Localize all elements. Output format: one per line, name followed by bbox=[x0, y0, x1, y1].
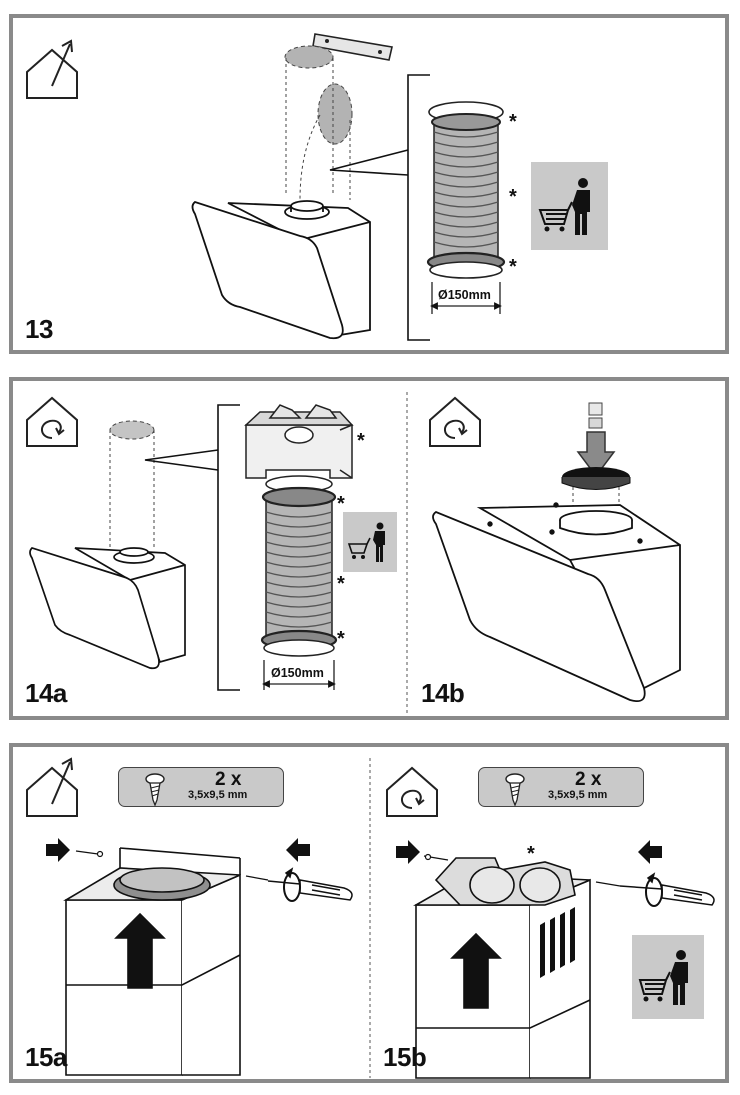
cooker-hood bbox=[191, 200, 371, 340]
chimney-section bbox=[63, 847, 241, 1076]
flexible-duct bbox=[260, 475, 338, 690]
screw-kit-badge: 2 x 3,5x9,5 mm bbox=[118, 767, 284, 807]
house-arrow-out-icon bbox=[26, 39, 78, 99]
screwdriver-icon bbox=[619, 872, 715, 907]
screw-icon bbox=[505, 773, 525, 807]
push-arrow bbox=[46, 838, 70, 862]
optional-marker: * bbox=[337, 493, 345, 515]
screw-kit-badge: 2 x 3,5x9,5 mm bbox=[478, 767, 644, 807]
figure-14b-label: 14b bbox=[421, 678, 465, 708]
wall-bracket bbox=[312, 33, 393, 61]
figure-15a-label: 15a bbox=[25, 1042, 67, 1072]
house-recirculation-icon bbox=[26, 396, 78, 447]
shopping-cart-person-icon bbox=[531, 162, 608, 250]
push-arrow bbox=[286, 838, 310, 862]
optional-marker: * bbox=[509, 186, 517, 208]
optional-marker: * bbox=[337, 573, 345, 595]
carbon-filter bbox=[561, 402, 631, 490]
duct-diameter-label: Ø150mm bbox=[438, 288, 491, 302]
optional-marker: * bbox=[509, 111, 517, 133]
flexible-duct bbox=[426, 101, 506, 314]
house-recirculation-icon bbox=[386, 766, 438, 817]
screw bbox=[75, 850, 269, 881]
shopping-cart-person-icon bbox=[632, 935, 704, 1019]
push-arrow bbox=[396, 840, 420, 864]
optional-marker: * bbox=[337, 628, 345, 650]
duct-outlet-rear bbox=[317, 83, 353, 145]
optional-marker: * bbox=[509, 256, 517, 278]
screw bbox=[423, 853, 621, 887]
screwdriver-icon bbox=[267, 867, 353, 902]
screw-size: 3,5x9,5 mm bbox=[188, 789, 248, 801]
screw-quantity: 2 x bbox=[215, 769, 242, 790]
duct-outlet-top bbox=[284, 45, 334, 69]
figure-13-label: 13 bbox=[25, 314, 53, 344]
push-arrow bbox=[638, 840, 662, 864]
screw-quantity: 2 x bbox=[575, 769, 602, 790]
recirculation-adapter bbox=[244, 404, 354, 479]
chimney-section bbox=[412, 857, 591, 1079]
screw-size: 3,5x9,5 mm bbox=[548, 789, 608, 801]
house-recirculation-icon bbox=[429, 396, 481, 447]
figure-15b-label: 15b bbox=[383, 1042, 427, 1072]
optional-marker: * bbox=[527, 843, 535, 865]
cooker-hood bbox=[432, 502, 681, 703]
cooker-hood bbox=[29, 547, 186, 670]
house-arrow-out-icon bbox=[26, 757, 78, 817]
duct-diameter-label: Ø150mm bbox=[271, 666, 324, 680]
figure-14a-label: 14a bbox=[25, 678, 67, 708]
shopping-cart-person-icon bbox=[343, 512, 397, 572]
optional-marker: * bbox=[357, 430, 365, 452]
screw-icon bbox=[145, 773, 165, 807]
